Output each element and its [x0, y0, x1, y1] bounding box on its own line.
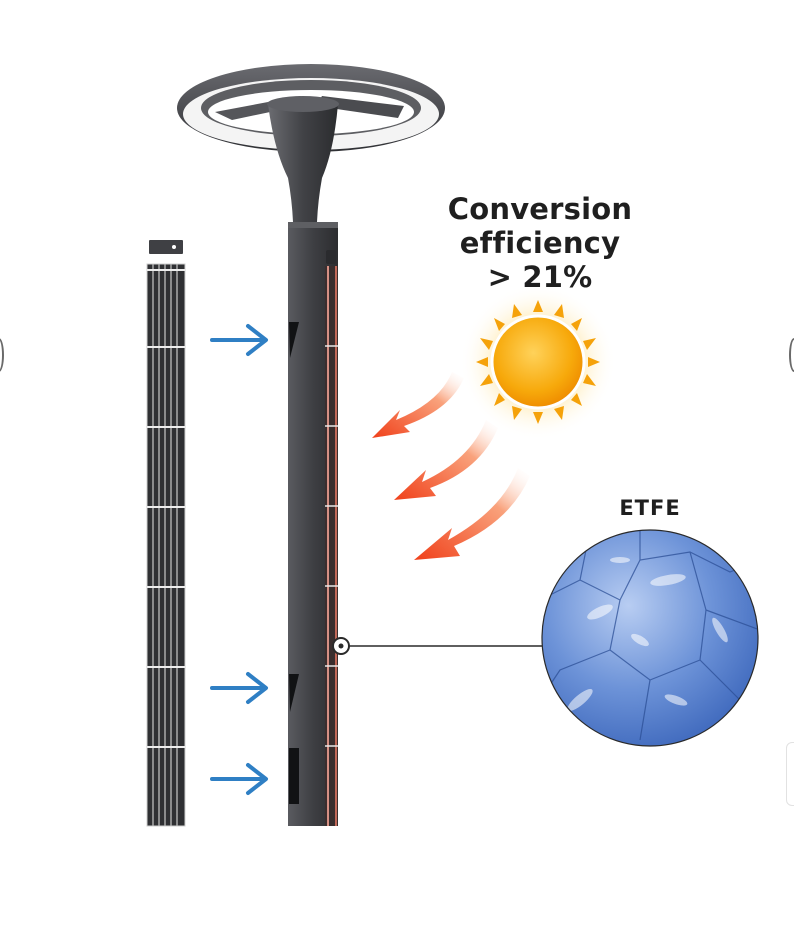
etfe-callout: [332, 637, 544, 655]
pole: [288, 222, 338, 826]
sun-icon: [460, 284, 616, 440]
heat-arrow-icon: [394, 420, 498, 500]
headline-line-1: Conversion: [447, 192, 633, 226]
solar-panel: [146, 240, 186, 827]
carousel-next-edge[interactable]: [789, 338, 794, 372]
lamp-head: [177, 64, 445, 222]
etfe-texture: [541, 529, 759, 747]
blue-arrow-icon: [210, 763, 268, 795]
headline-line-2: efficiency: [459, 226, 621, 260]
heat-arrow-icon: [372, 372, 464, 438]
blue-arrow-icon: [210, 672, 268, 704]
side-card-edge: [786, 742, 794, 806]
etfe-label: ETFE: [619, 496, 681, 520]
conversion-efficiency-headline: Conversion efficiency > 21%: [430, 192, 650, 294]
heat-arrow-icon: [414, 468, 530, 560]
headline-line-3: > 21%: [487, 260, 593, 294]
blue-arrow-icon: [210, 324, 268, 356]
